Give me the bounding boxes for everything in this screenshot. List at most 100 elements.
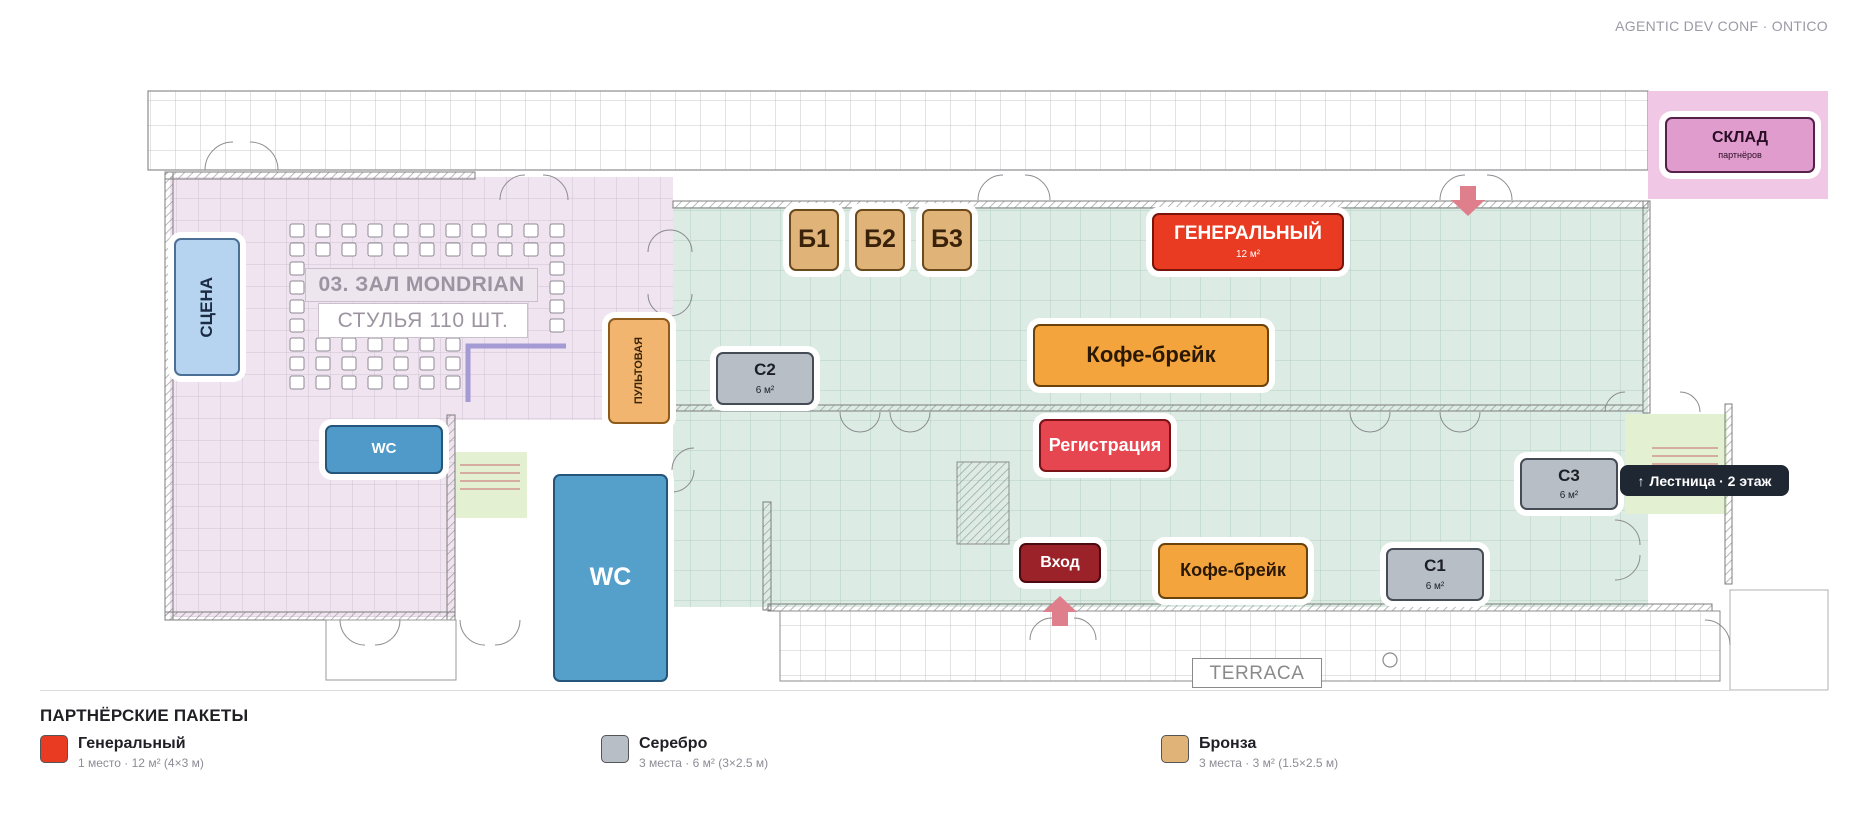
booth-b2-label: Б2 — [864, 225, 896, 254]
booth-b2[interactable]: Б2 — [855, 209, 905, 271]
wall-corridor — [762, 501, 772, 611]
booth-c2[interactable]: С2 6 м² — [716, 352, 814, 405]
zone-storage-subtitle: партнёров — [1718, 150, 1762, 161]
chair — [289, 375, 305, 390]
legend-item-silver: Серебро 3 места · 6 м² (3×2.5 м) — [601, 735, 768, 770]
wall-bottom-right — [767, 603, 1713, 612]
legend-swatch-silver — [601, 735, 629, 763]
chair — [289, 280, 305, 295]
legend-title: ПАРТНЁРСКИЕ ПАКЕТЫ — [40, 706, 249, 725]
booth-b3-label: Б3 — [931, 225, 963, 254]
zone-entry-label: Вход — [1040, 554, 1080, 572]
chair — [315, 242, 331, 257]
wall-inner-mid — [672, 404, 1644, 412]
chair — [419, 223, 435, 238]
zone-wc-small[interactable]: WC — [325, 425, 443, 474]
booth-c3-label: С3 — [1558, 465, 1580, 485]
zone-coffee-break-main[interactable]: Кофе-брейк — [1033, 324, 1269, 387]
arrow-up-icon: ↑ — [1637, 472, 1645, 489]
stairs-tag[interactable]: ↑ Лестница · 2 этаж — [1620, 465, 1789, 496]
legend-swatch-bronze — [1161, 735, 1189, 763]
zone-entry[interactable]: Вход — [1019, 543, 1101, 583]
stair-treads — [460, 447, 1718, 490]
stair-zone-left — [455, 452, 527, 518]
chair — [289, 242, 305, 257]
chair — [289, 261, 305, 276]
legend-swatch-general — [40, 735, 68, 763]
zone-scene[interactable]: СЦЕНА — [174, 238, 240, 376]
booth-general-label: ГЕНЕРАЛЬНЫЙ — [1174, 222, 1322, 244]
chair — [341, 242, 357, 257]
zone-storage-label: СКЛАД — [1711, 128, 1769, 146]
chair — [445, 223, 461, 238]
zone-wc-big-label: WC — [589, 563, 632, 592]
booth-c1[interactable]: С1 6 м² — [1386, 548, 1484, 601]
zone-coffee-break-main-label: Кофе-брейк — [1086, 342, 1216, 368]
chair — [471, 223, 487, 238]
stairs-tag-label: Лестница · 2 этаж — [1649, 472, 1772, 489]
chair — [419, 375, 435, 390]
chair — [393, 337, 409, 352]
lower-left-outline — [325, 619, 457, 681]
zone-wc-small-label: WC — [371, 440, 397, 458]
legend-name-general: Генеральный — [78, 735, 186, 752]
floor-plan-drawing — [147, 90, 1829, 690]
chair — [497, 242, 513, 257]
hall-partition — [465, 343, 566, 402]
chair — [523, 223, 539, 238]
hall-title: 03. ЗАЛ MONDRIAN — [305, 268, 538, 302]
chair — [315, 375, 331, 390]
exit-arrow-icon — [1451, 186, 1485, 216]
legend-name-silver: Серебро — [639, 735, 708, 752]
zone-registration-label: Регистрация — [1048, 434, 1162, 455]
chair — [367, 223, 383, 238]
chair — [445, 337, 461, 352]
chair — [289, 356, 305, 371]
booth-b3[interactable]: Б3 — [922, 209, 972, 271]
booth-b1-label: Б1 — [798, 225, 830, 254]
chair — [393, 242, 409, 257]
legend-item-general: Генеральный 1 место · 12 м² (4×3 м) — [40, 735, 204, 770]
wall-stair-left — [446, 414, 456, 621]
chair — [549, 318, 565, 333]
chairs-grid — [289, 223, 565, 390]
zone-coffee-break-second[interactable]: Кофе-брейк — [1158, 543, 1308, 599]
zone-control-room[interactable]: ПУЛЬТОВАЯ — [608, 318, 670, 424]
chair — [315, 223, 331, 238]
lower-right-outline — [1729, 589, 1829, 690]
chair — [341, 375, 357, 390]
chair — [445, 375, 461, 390]
legend-name-bronze: Бронза — [1199, 735, 1257, 752]
booth-c1-area: 6 м² — [1425, 580, 1445, 592]
chair — [393, 223, 409, 238]
terrace-column-icon — [1382, 652, 1398, 668]
booth-c2-area: 6 м² — [755, 384, 775, 396]
chair — [445, 356, 461, 371]
booth-c1-label: С1 — [1424, 556, 1446, 576]
booth-general[interactable]: ГЕНЕРАЛЬНЫЙ 12 м² — [1152, 213, 1344, 271]
chair — [367, 337, 383, 352]
booth-b1[interactable]: Б1 — [789, 209, 839, 271]
chair — [289, 337, 305, 352]
entrance-arrow-icon — [1043, 596, 1077, 626]
chair — [497, 223, 513, 238]
brand-label: AGENTIC DEV CONF · ONTICO — [1615, 18, 1828, 34]
legend-desc-bronze: 3 места · 3 м² (1.5×2.5 м) — [1199, 755, 1339, 770]
zone-storage[interactable]: СКЛАД партнёров — [1665, 117, 1815, 173]
chair — [549, 299, 565, 314]
chair — [471, 242, 487, 257]
chair — [445, 242, 461, 257]
chair — [289, 318, 305, 333]
zone-registration[interactable]: Регистрация — [1039, 419, 1171, 472]
wall-top-right — [672, 200, 1649, 209]
zone-scene-label: СЦЕНА — [196, 276, 216, 338]
booth-c3[interactable]: С3 6 м² — [1520, 458, 1618, 510]
terrace-label: TERRACA — [1192, 658, 1322, 688]
booth-c2-label: С2 — [754, 360, 776, 380]
chair — [341, 356, 357, 371]
chair — [341, 223, 357, 238]
chair — [549, 242, 565, 257]
doors — [204, 141, 1731, 646]
zone-wc-big[interactable]: WC — [553, 474, 668, 682]
legend-item-bronze: Бронза 3 места · 3 м² (1.5×2.5 м) — [1161, 735, 1338, 770]
